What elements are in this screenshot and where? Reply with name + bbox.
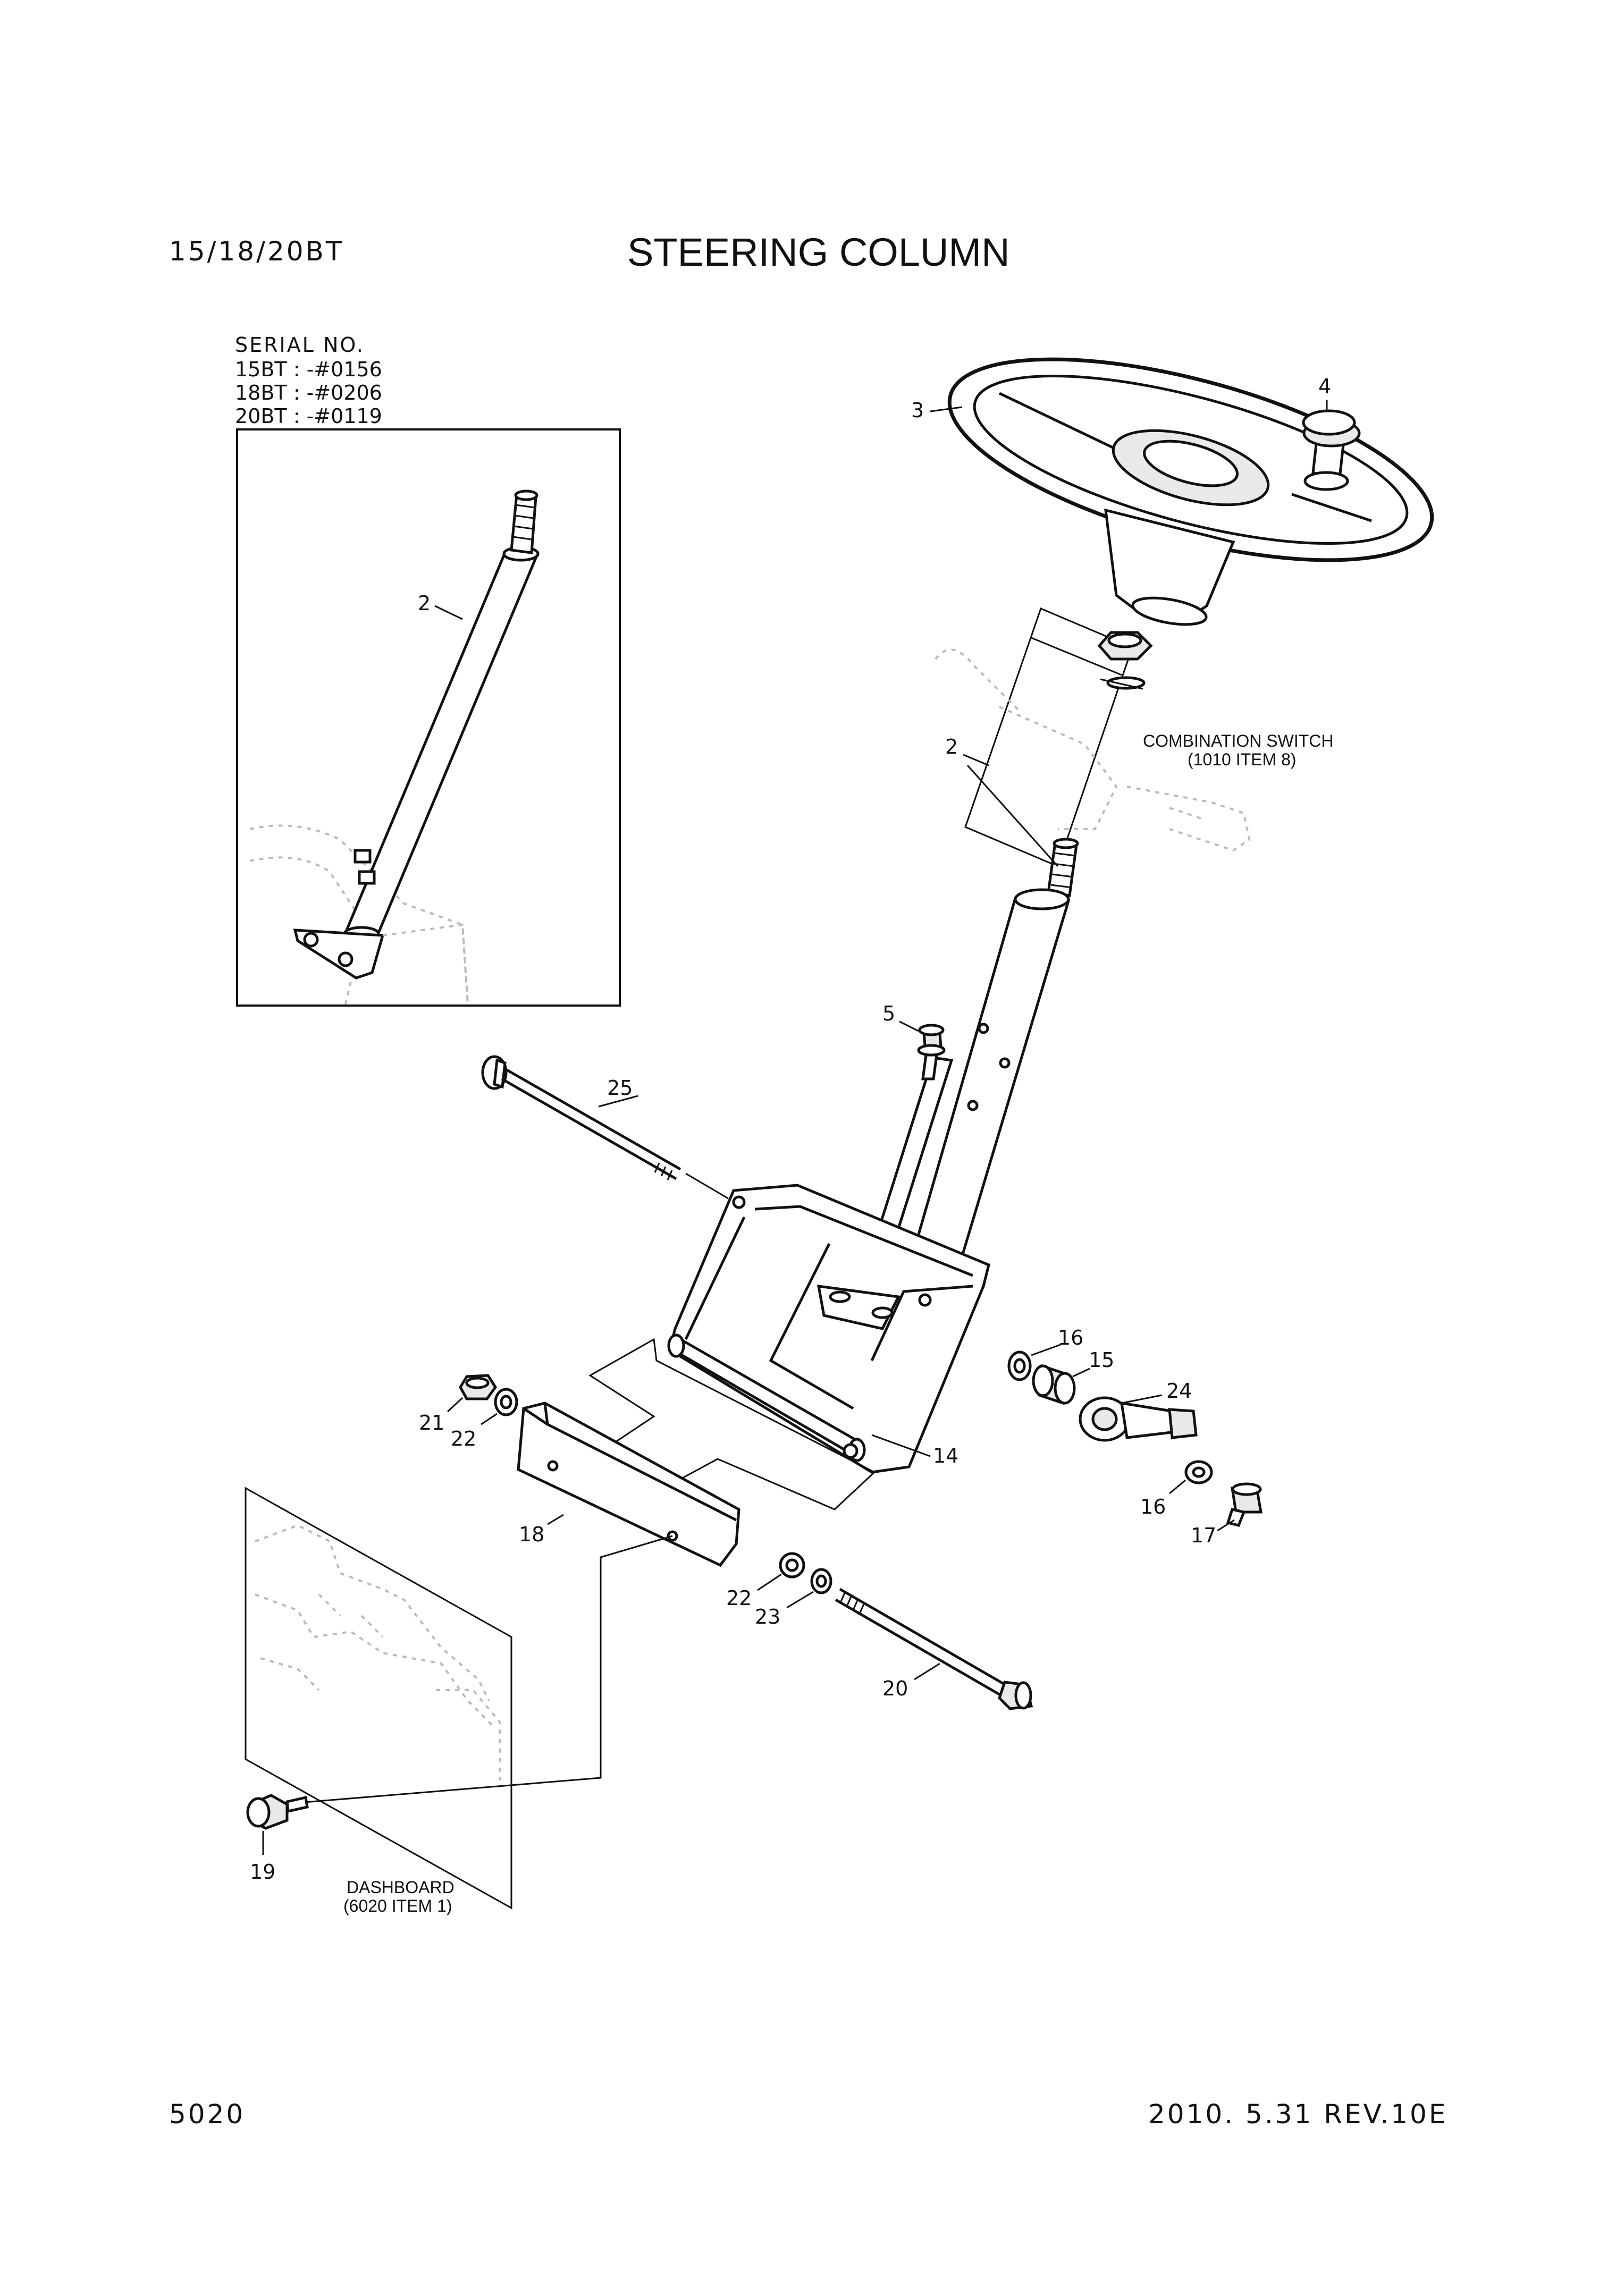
column-bracket: 14 — [667, 1184, 990, 1474]
callout-25: 25 — [607, 1076, 633, 1100]
page-number: 5020 — [169, 2099, 245, 2130]
inset-earlier-column: 2 — [236, 428, 621, 1007]
long-bolt-25: 25 — [481, 1055, 729, 1200]
callout-4: 4 — [1318, 375, 1331, 398]
callout-16a: 16 — [1058, 1326, 1083, 1349]
serial-number-block: SERIAL NO. 15BT : -#0156 18BT : -#0206 2… — [235, 333, 382, 428]
serial-line: 20BT : -#0119 — [235, 404, 382, 428]
revision-date: 2010. 5.31 REV.10E — [1148, 2099, 1447, 2130]
callout-18: 18 — [519, 1523, 544, 1546]
dashboard-panel: DASHBOARD (6020 ITEM 1) — [245, 1487, 512, 1915]
washer-23: 23 — [755, 1568, 832, 1628]
callout-3: 3 — [911, 399, 924, 422]
combination-switch-ghost: COMBINATION SWITCH (1010 ITEM 8) — [935, 607, 1334, 868]
washer-22b: 22 — [726, 1552, 805, 1610]
spinner-knob: 4 — [1302, 375, 1361, 491]
nut-21: 21 — [419, 1374, 498, 1434]
bolt-19: 19 — [246, 1794, 309, 1884]
callout-16b: 16 — [1140, 1495, 1166, 1518]
bolt-17: 17 — [1191, 1482, 1263, 1547]
callout-17: 17 — [1191, 1524, 1216, 1547]
callout-23: 23 — [755, 1605, 780, 1628]
dashboard-note: (6020 ITEM 1) — [343, 1896, 452, 1915]
serial-line: 18BT : -#0206 — [235, 381, 382, 404]
washer-16b: 16 — [1140, 1460, 1213, 1518]
rod-end-24: 24 — [1079, 1379, 1198, 1442]
dashboard-note: DASHBOARD — [347, 1878, 455, 1897]
callout-22a: 22 — [451, 1427, 476, 1450]
callout-14: 14 — [933, 1444, 958, 1467]
callout-2-inset: 2 — [418, 592, 431, 615]
washer-16a: 16 — [1007, 1326, 1083, 1381]
bolt-20: 20 — [835, 1588, 1033, 1710]
callout-21: 21 — [419, 1411, 444, 1434]
combination-switch-note: (1010 ITEM 8) — [1188, 750, 1297, 769]
bolt-5: 5 — [882, 1002, 946, 1081]
callout-24: 24 — [1166, 1379, 1192, 1403]
model-label: 15/18/20BT — [169, 236, 344, 267]
callout-19: 19 — [250, 1860, 275, 1884]
serial-heading: SERIAL NO. — [235, 333, 365, 357]
washer-22a: 22 — [451, 1388, 518, 1450]
plate-to-dashboard-leader — [297, 1535, 673, 1804]
callout-22b: 22 — [726, 1586, 752, 1610]
callout-2-main: 2 — [945, 735, 958, 758]
spacer-15: 15 — [1032, 1348, 1114, 1405]
column-nut — [1097, 631, 1153, 661]
steering-wheel: 3 — [911, 357, 1434, 626]
column-lock-washer — [1100, 676, 1146, 690]
floor-plate-outline — [588, 1338, 876, 1510]
mount-plate-18: 18 — [517, 1402, 740, 1567]
callout-20: 20 — [882, 1677, 908, 1700]
serial-line: 15BT : -#0156 — [235, 358, 382, 381]
callout-5: 5 — [882, 1002, 895, 1025]
page-title: STEERING COLUMN — [627, 230, 1010, 274]
combination-switch-note: COMBINATION SWITCH — [1143, 731, 1334, 750]
callout-15: 15 — [1089, 1348, 1114, 1372]
